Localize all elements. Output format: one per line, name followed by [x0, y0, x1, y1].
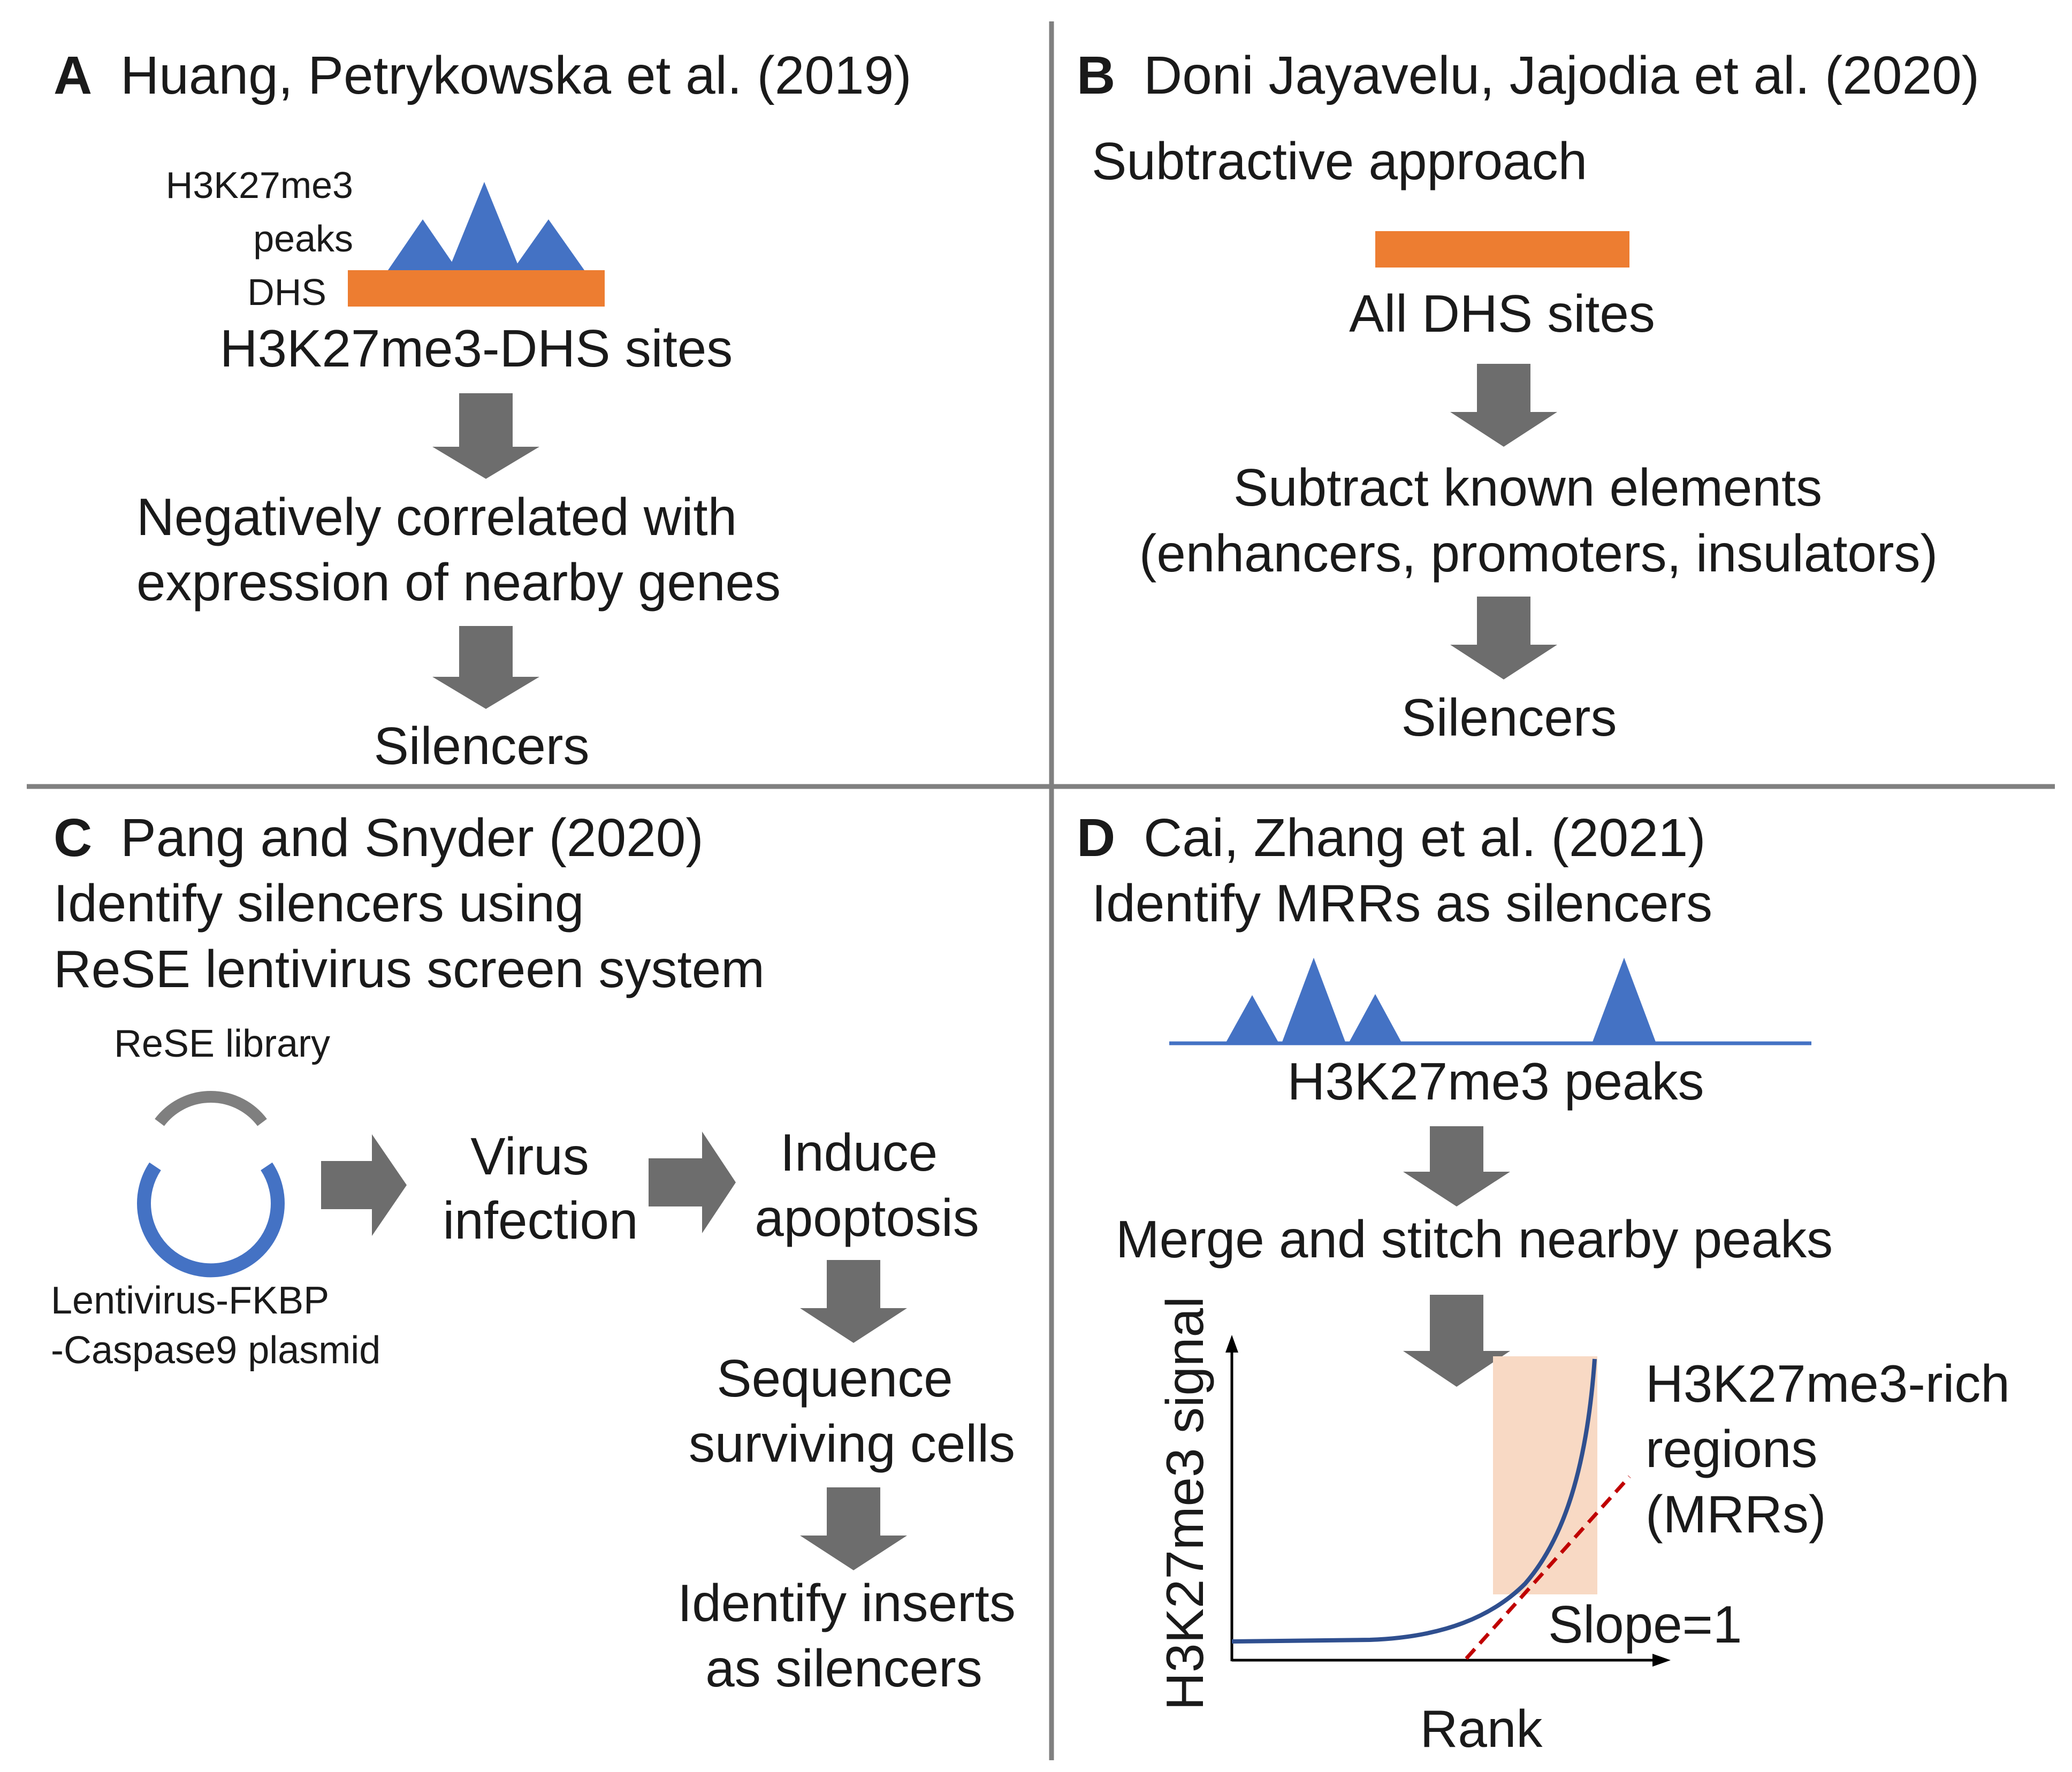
peak-d-4: [1592, 958, 1656, 1043]
panel-c-title: C Pang and Snyder (2020): [54, 808, 704, 868]
panel-a-result: Silencers: [374, 716, 589, 775]
x-axis-arrowhead: [1652, 1654, 1671, 1667]
dhs-bar-a: [348, 270, 605, 307]
panel-a-step-1-line1: Negatively correlated with: [136, 487, 737, 546]
identify-label-line1: Identify inserts: [677, 1574, 1016, 1632]
arrow-d-2: [1403, 1295, 1510, 1387]
peak-a-1: [388, 219, 458, 270]
peak-d-2: [1282, 958, 1346, 1043]
panel-d-subtitle: Identify MRRs as silencers: [1092, 874, 1712, 933]
panel-a: A Huang, Petrykowska et al. (2019) H3K27…: [54, 45, 912, 775]
panel-a-title-text: Huang, Petrykowska et al. (2019): [120, 45, 912, 105]
panel-c-letter: C: [54, 808, 92, 868]
virus-label-line1: Virus: [470, 1127, 589, 1186]
peak-a-2: [448, 182, 520, 270]
identify-label-line2: as silencers: [705, 1639, 982, 1698]
panel-dividers: [27, 21, 2055, 1760]
panel-b-subtitle: Subtractive approach: [1092, 132, 1587, 190]
sequence-label-line2: surviving cells: [689, 1414, 1015, 1473]
arrow-c-1: [321, 1134, 407, 1236]
peak-a-3: [513, 219, 584, 270]
panel-b-result: Silencers: [1401, 688, 1617, 747]
panel-b-step-1-line1: Subtract known elements: [1233, 458, 1822, 517]
arrow-c-2: [649, 1132, 736, 1233]
induce-label-line2: apoptosis: [755, 1188, 979, 1247]
panel-c-line-2: Identify silencers using: [54, 874, 584, 933]
arrow-c-3: [800, 1260, 907, 1343]
panel-a-step-1-line2: expression of nearby genes: [136, 553, 781, 612]
sequence-label-line1: Sequence: [717, 1349, 953, 1408]
panel-b-letter: B: [1077, 45, 1115, 105]
peak-d-3: [1349, 994, 1402, 1043]
panel-c-line-3: ReSE lentivirus screen system: [54, 940, 765, 998]
panel-c: C Pang and Snyder (2020) Identify silenc…: [51, 808, 1016, 1698]
plasmid-backbone-arc: [137, 1162, 285, 1278]
region-label-line3: (MRRs): [1646, 1485, 1826, 1544]
peaks-label: H3K27me3 peaks: [1287, 1052, 1704, 1111]
slope-one-line: [1465, 1475, 1631, 1660]
panel-a-sites-label: H3K27me3-DHS sites: [220, 319, 733, 378]
arrow-a-2: [432, 626, 539, 709]
panel-b-step-1-line2: (enhancers, promoters, insulators): [1139, 524, 1938, 583]
merge-label: Merge and stitch nearby peaks: [1116, 1210, 1833, 1269]
panel-b: B Doni Jayavelu, Jajodia et al. (2020) S…: [1077, 45, 1979, 747]
panel-b-sites-label: All DHS sites: [1349, 284, 1655, 343]
arrow-d-1: [1403, 1126, 1510, 1206]
panel-d-letter: D: [1077, 808, 1115, 868]
panel-d: D Cai, Zhang et al. (2021) Identify MRRs…: [1077, 808, 2010, 1758]
panel-a-title: A Huang, Petrykowska et al. (2019): [54, 45, 912, 105]
rank-signal-curve: [1231, 1358, 1597, 1644]
plasmid-insert-arc: [155, 1091, 267, 1126]
label-h3k27me3: H3K27me3: [166, 164, 353, 206]
panel-d-title: D Cai, Zhang et al. (2021): [1077, 808, 1706, 868]
virus-label-line2: infection: [443, 1191, 638, 1250]
y-axis-arrowhead: [1225, 1335, 1238, 1353]
panel-c-title-text: Pang and Snyder (2020): [120, 808, 704, 868]
induce-label-line1: Induce: [780, 1123, 938, 1182]
slope-label: Slope=1: [1548, 1595, 1742, 1654]
arrow-c-4: [800, 1487, 907, 1570]
label-peaks: peaks: [253, 218, 353, 259]
panel-a-letter: A: [54, 45, 92, 105]
arrow-b-2: [1450, 597, 1557, 679]
arrow-b-1: [1450, 364, 1557, 447]
library-label: ReSE library: [114, 1022, 330, 1065]
y-axis-label: H3K27me3 signal: [1155, 1296, 1214, 1710]
x-axis-label: Rank: [1420, 1699, 1543, 1758]
plasmid-label-line2: -Caspase9 plasmid: [51, 1329, 380, 1372]
panel-b-title: B Doni Jayavelu, Jajodia et al. (2020): [1077, 45, 1979, 105]
plasmid-label-line1: Lentivirus-FKBP: [51, 1279, 329, 1322]
arrow-a-1: [432, 393, 539, 479]
panel-b-title-text: Doni Jayavelu, Jajodia et al. (2020): [1144, 45, 1979, 105]
region-label-line1: H3K27me3-rich: [1646, 1354, 2010, 1413]
region-label-line2: regions: [1646, 1419, 1817, 1478]
panel-d-title-text: Cai, Zhang et al. (2021): [1144, 808, 1706, 868]
label-dhs: DHS: [247, 271, 326, 313]
peak-d-1: [1225, 995, 1279, 1043]
dhs-bar-b: [1375, 231, 1629, 268]
